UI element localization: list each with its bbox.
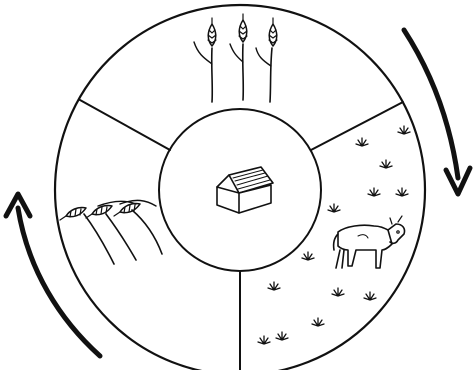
divider-upper-right bbox=[311, 102, 403, 150]
clockwise-arrow-right-icon bbox=[404, 30, 470, 194]
wheat-stalks-icon bbox=[194, 14, 277, 102]
cow-grazing-icon bbox=[334, 216, 405, 268]
barn-icon bbox=[217, 167, 273, 213]
inner-circle bbox=[159, 109, 321, 271]
cut-wheat-icon bbox=[60, 200, 162, 264]
divider-upper-left bbox=[80, 100, 170, 150]
grass-tufts-bottom bbox=[258, 282, 376, 344]
